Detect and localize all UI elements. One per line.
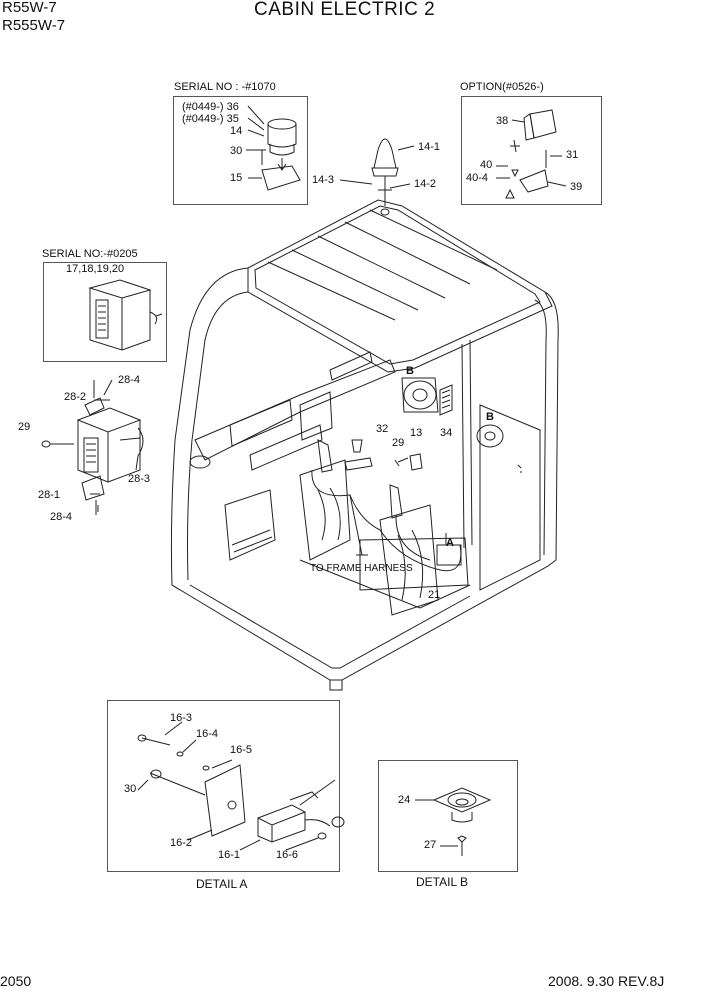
part-label: 28-3	[128, 473, 151, 485]
callout-b: B	[406, 365, 414, 377]
cabin-right-pillar	[544, 291, 559, 567]
part-label: 28-1	[38, 489, 61, 501]
page-title: CABIN ELECTRIC 2	[254, 0, 436, 20]
part-label: 38	[496, 115, 509, 127]
part-label: 30	[230, 145, 243, 157]
revision-date: 2008. 9.30 REV.8J	[548, 973, 665, 989]
callout-b: B	[486, 411, 494, 423]
part-label: 40	[480, 159, 493, 171]
part-label: 17,18,19,20	[66, 263, 125, 275]
part-label: 31	[566, 149, 579, 161]
part-label: 16-3	[170, 712, 193, 724]
part-label: 15	[230, 172, 243, 184]
part-label: 21	[428, 589, 441, 601]
part-label: 16-5	[230, 744, 253, 756]
harness-wire	[311, 469, 462, 572]
part-label: 14-2	[414, 178, 437, 190]
part-label: 14-3	[312, 174, 335, 186]
detail-b-caption: DETAIL B	[416, 875, 469, 889]
part-label: 34	[440, 427, 453, 439]
detail-a-box	[107, 700, 340, 872]
cabin-roof	[247, 199, 553, 373]
beacon-lamp	[373, 138, 397, 169]
speaker-b-right	[476, 424, 504, 448]
part-label: 27	[424, 839, 437, 851]
part-label: 13	[410, 427, 423, 439]
relay-13	[409, 453, 423, 471]
speaker-b-left	[403, 380, 437, 410]
part-label: 16-2	[170, 837, 193, 849]
inset-option-heading: OPTION(#0526-)	[460, 81, 544, 93]
callout-a: A	[446, 537, 454, 549]
left-joystick	[317, 439, 333, 473]
part-label: 16-4	[196, 728, 219, 740]
beacon-bracket	[261, 165, 301, 191]
detail-a-caption: DETAIL A	[196, 877, 248, 891]
detail-b-box	[378, 760, 518, 872]
part-label: 39	[570, 181, 583, 193]
part-label: 14	[230, 125, 243, 137]
part-label: 28-4	[50, 511, 73, 523]
model-name-1: R55W-7	[2, 0, 57, 16]
model-name-2: R555W-7	[2, 17, 66, 34]
cabin-dashboard	[194, 359, 396, 461]
inset-beacon-box	[173, 96, 308, 205]
radio-unit	[76, 407, 142, 433]
switch-32	[351, 439, 363, 453]
screw-27	[457, 835, 467, 843]
part-label: 14-1	[418, 141, 441, 153]
cabin-floor-frame	[171, 565, 549, 681]
left-control-box	[299, 459, 351, 561]
part-label: 40-4	[466, 172, 489, 184]
harness-note: TO FRAME HARNESS	[310, 563, 413, 574]
part-label: 16-1	[218, 849, 241, 861]
page-number: 2050	[0, 973, 32, 989]
part-label: 30	[124, 783, 137, 795]
part-label: 28-4	[118, 374, 141, 386]
bracket-16-2	[204, 764, 246, 837]
lamp-bracket	[519, 169, 549, 193]
inset-beacon-heading: SERIAL NO : -#1070	[174, 81, 276, 93]
part-label: (#0449-) 36	[182, 101, 239, 113]
part-label: (#0449-) 35	[182, 113, 239, 125]
part-label: 29	[18, 421, 31, 433]
part-label: 16-6	[276, 849, 299, 861]
part-label: 32	[376, 423, 389, 435]
work-lamp	[529, 109, 557, 139]
switch-box-a	[436, 544, 462, 566]
part-label: 28-2	[64, 391, 87, 403]
bolt-16-3	[141, 737, 171, 746]
switch-16-1	[257, 804, 306, 843]
speaker-24	[432, 787, 492, 813]
right-joystick	[389, 484, 403, 519]
inset-radio-heading: SERIAL NO:-#0205	[42, 248, 138, 260]
inset-option-box	[461, 96, 602, 205]
cabin-front-frame	[170, 267, 249, 591]
part-label: 29	[392, 437, 405, 449]
part-label: 24	[398, 794, 411, 806]
inset-radio-box	[43, 262, 167, 362]
